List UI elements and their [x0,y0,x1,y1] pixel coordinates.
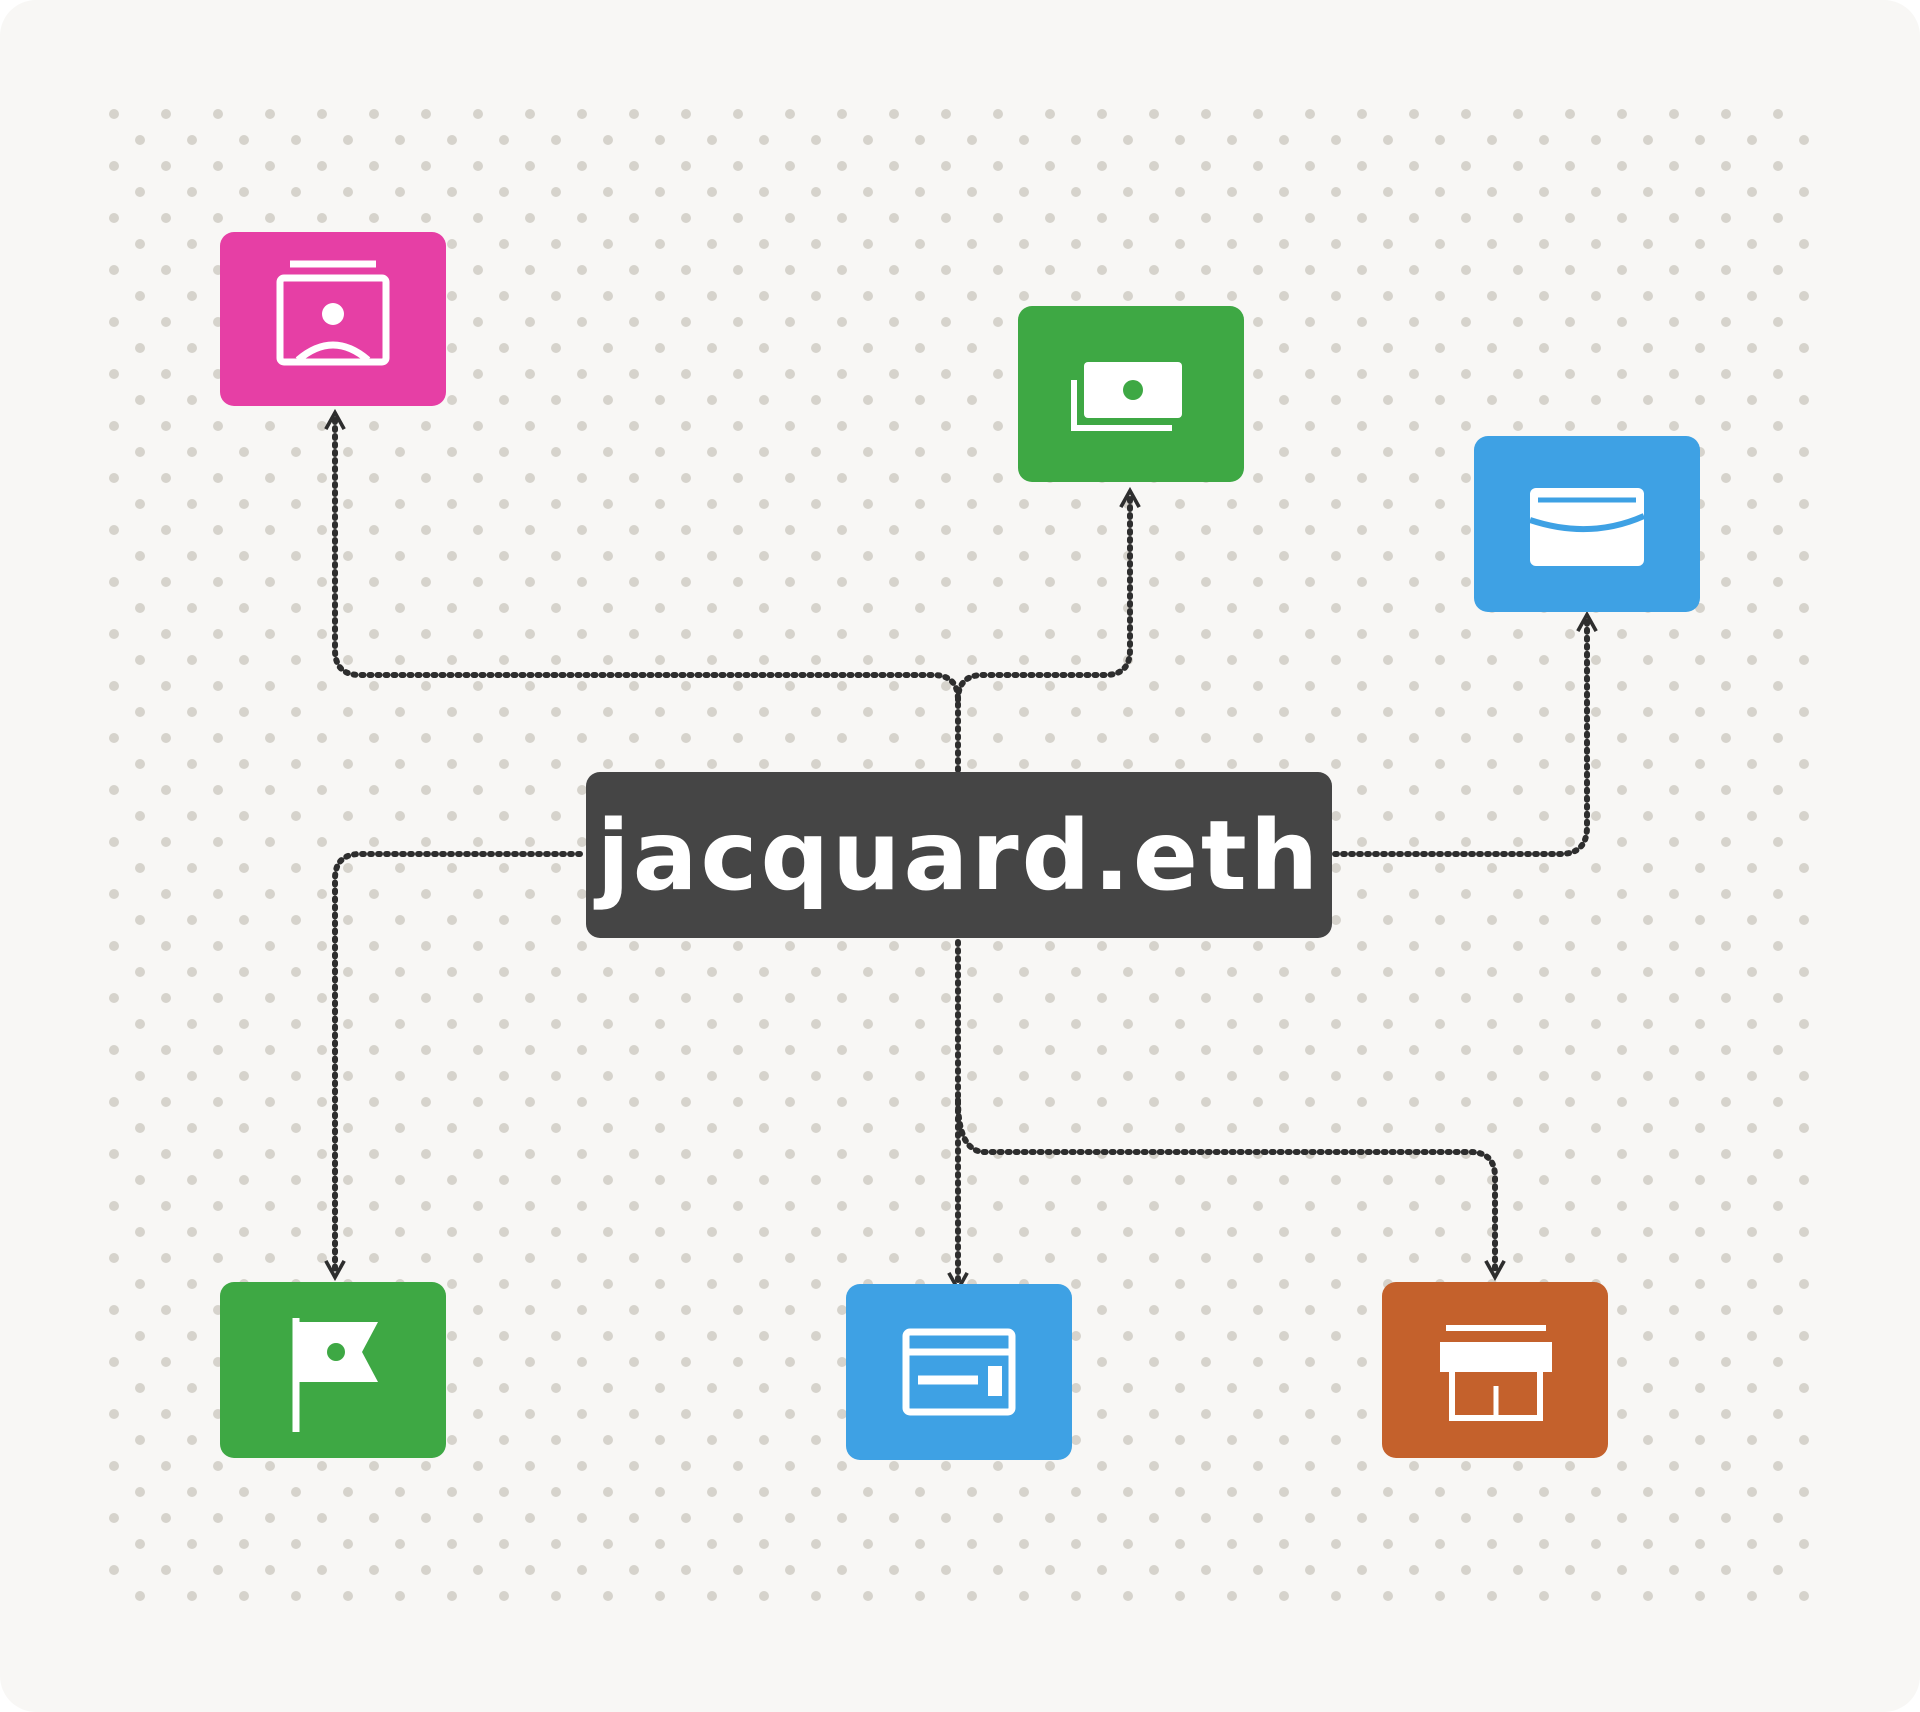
center-node-box [586,772,1332,938]
node-profile [220,232,446,406]
wallet-icon [1529,488,1646,566]
center-node: jacquard.eth [586,772,1332,938]
browser-window-icon [902,1328,1016,1416]
center-node-label: jacquard.eth [593,800,1321,912]
flag-icon [292,1318,378,1432]
connector-money [955,498,1130,703]
connector-wallet [1332,622,1587,857]
connectors [335,420,1587,1282]
node-wallet [1474,436,1700,612]
banknote-icon [1071,362,1182,431]
connector-store [955,1097,1495,1270]
node-money [1018,306,1244,482]
node-store [1382,1282,1608,1458]
storefront-icon [1440,1325,1552,1421]
node-browser [846,1284,1072,1460]
profile-card-icon [276,260,390,366]
connector-flag [335,851,583,1270]
node-flag [220,1282,446,1458]
